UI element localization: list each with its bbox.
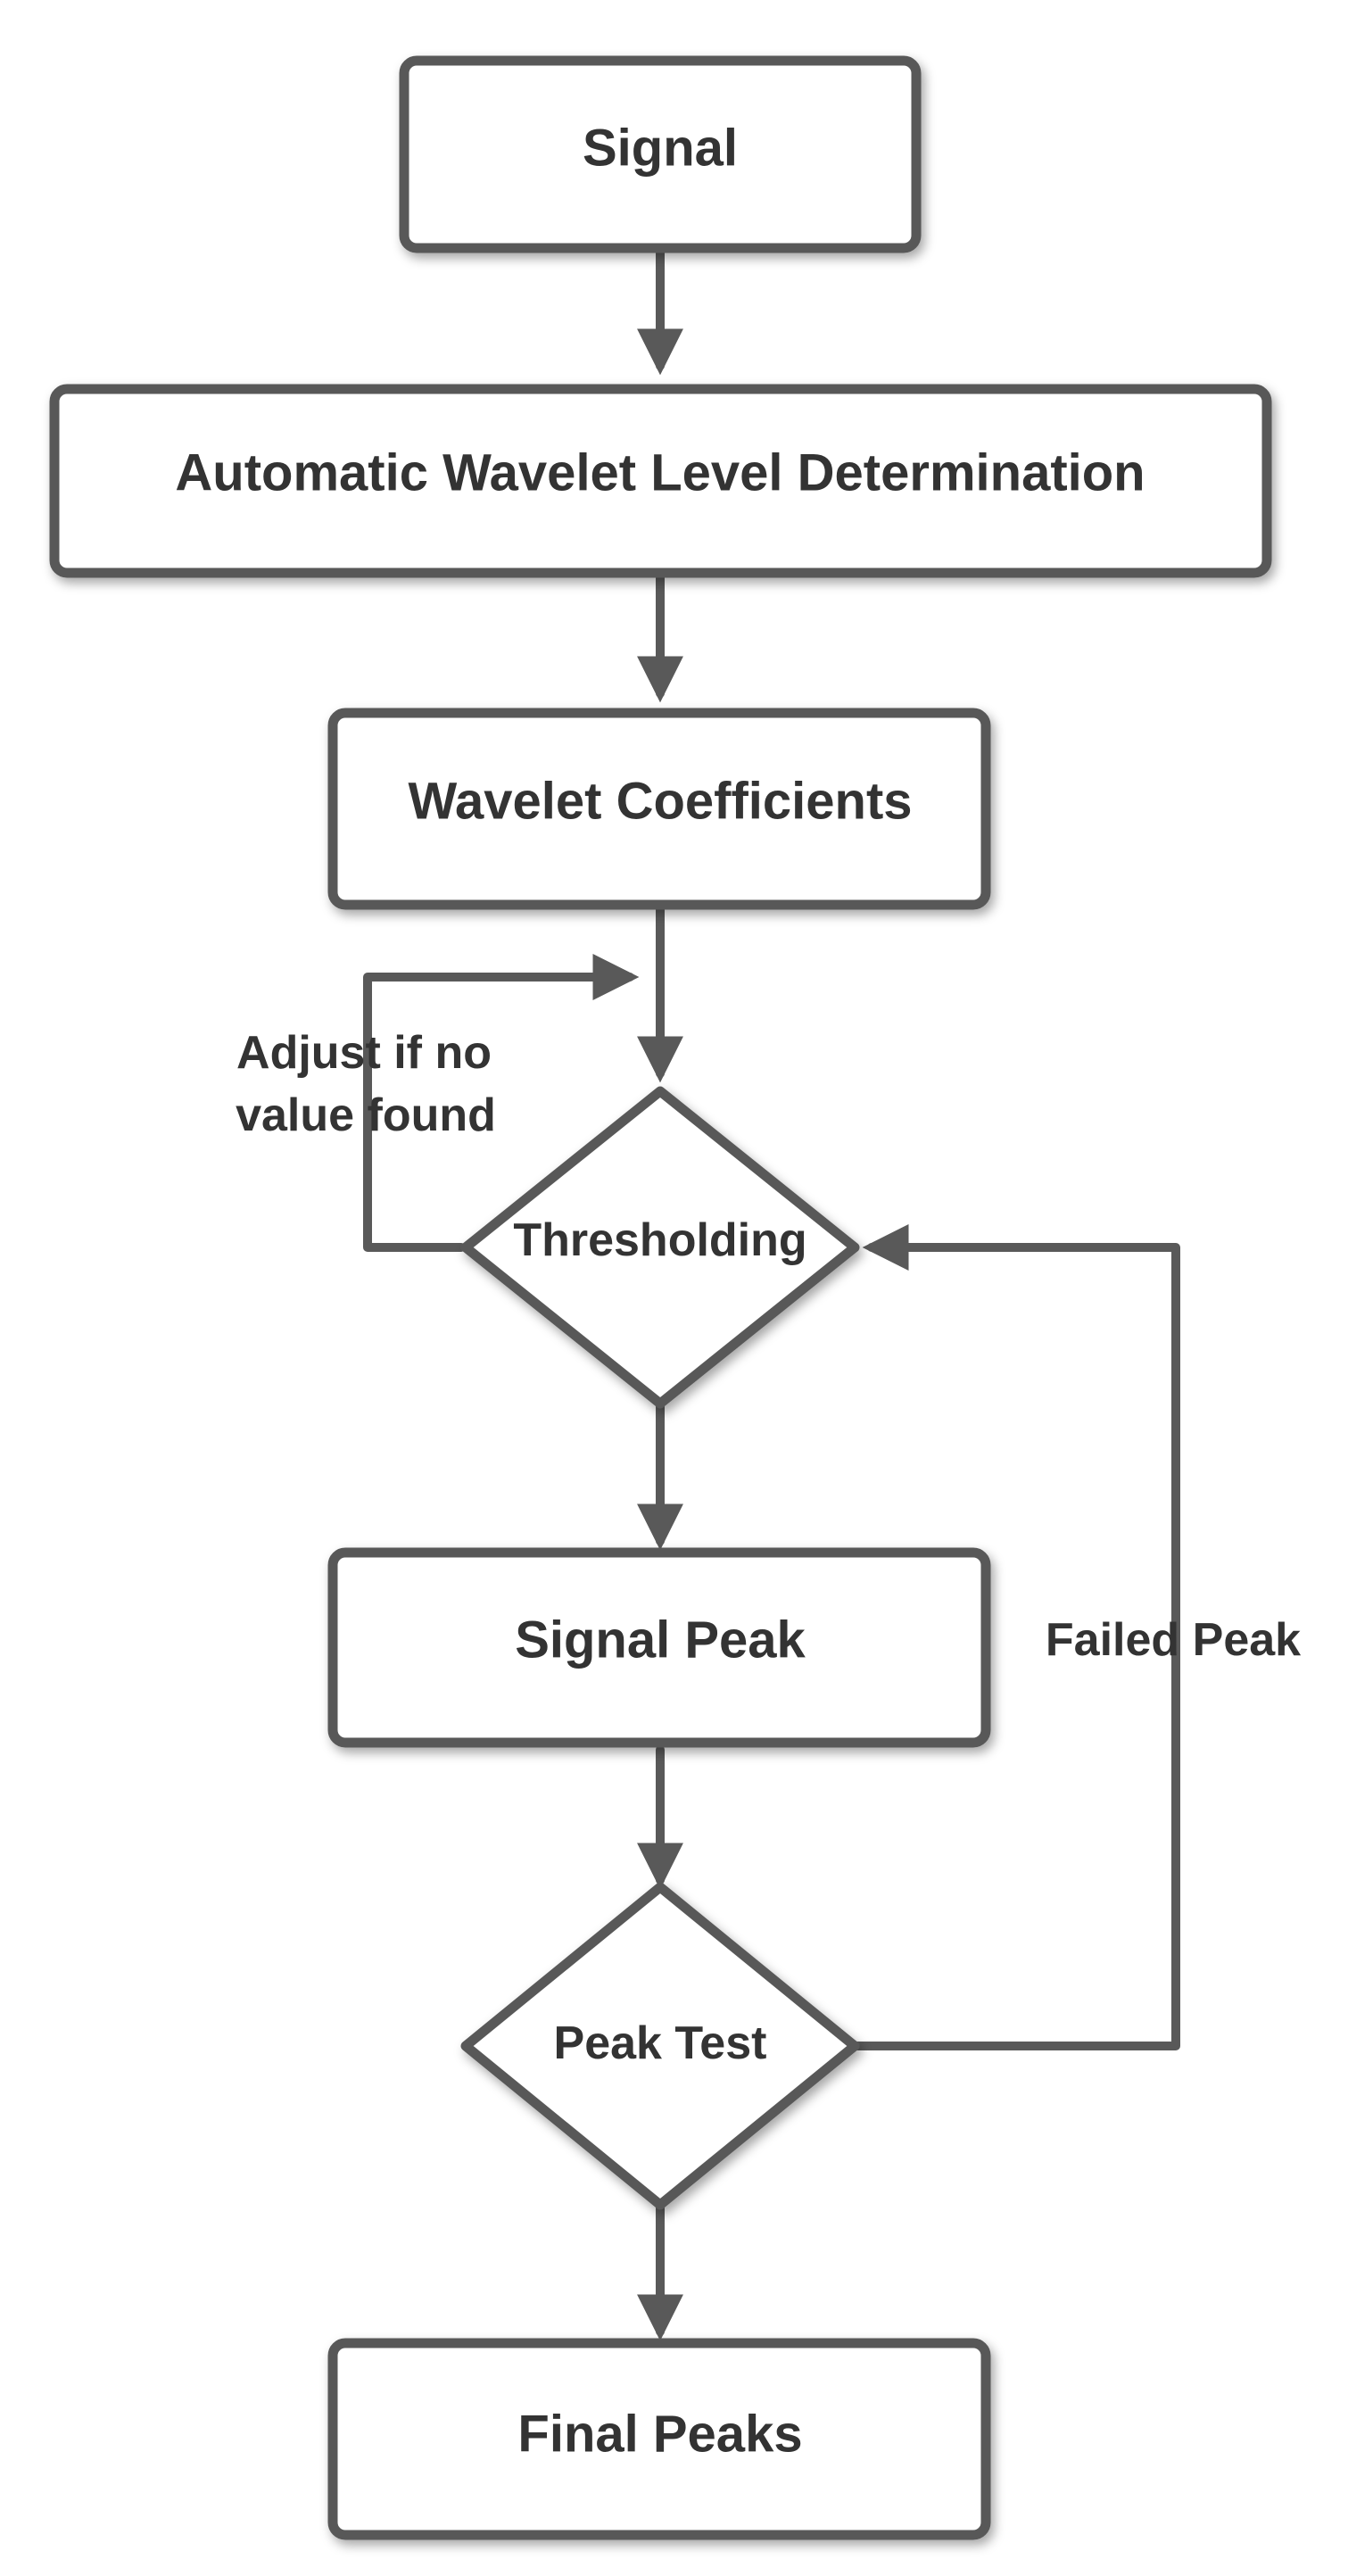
failed-peak-label: Failed Peak bbox=[1046, 1614, 1301, 1666]
signal-peak-box bbox=[327, 1547, 991, 1748]
final-peaks-box bbox=[327, 2338, 991, 2540]
signal-peak-label: Signal Peak bbox=[515, 1611, 806, 1669]
peak-test-diamond bbox=[460, 1882, 860, 2210]
final-peaks-label: Final Peaks bbox=[517, 2406, 802, 2464]
wavelet-coefficients-box bbox=[327, 708, 991, 910]
wavelet-level-label: Automatic Wavelet Level Determination bbox=[175, 444, 1145, 502]
signal-label: Signal bbox=[583, 120, 738, 178]
thresholding-diamond bbox=[460, 1086, 860, 1409]
loop-failed-peak bbox=[850, 1224, 1180, 2050]
adjust-label-line2: value found bbox=[236, 1089, 496, 1141]
loop-adjust-threshold bbox=[363, 954, 640, 1252]
wavelet-coefficients-label: Wavelet Coefficients bbox=[408, 773, 912, 831]
signal-box bbox=[399, 55, 922, 253]
thresholding-label: Thresholding bbox=[513, 1214, 806, 1266]
peak-test-label: Peak Test bbox=[554, 2017, 767, 2069]
wavelet-level-box bbox=[49, 384, 1272, 578]
adjust-label-line1: Adjust if no bbox=[236, 1027, 492, 1079]
